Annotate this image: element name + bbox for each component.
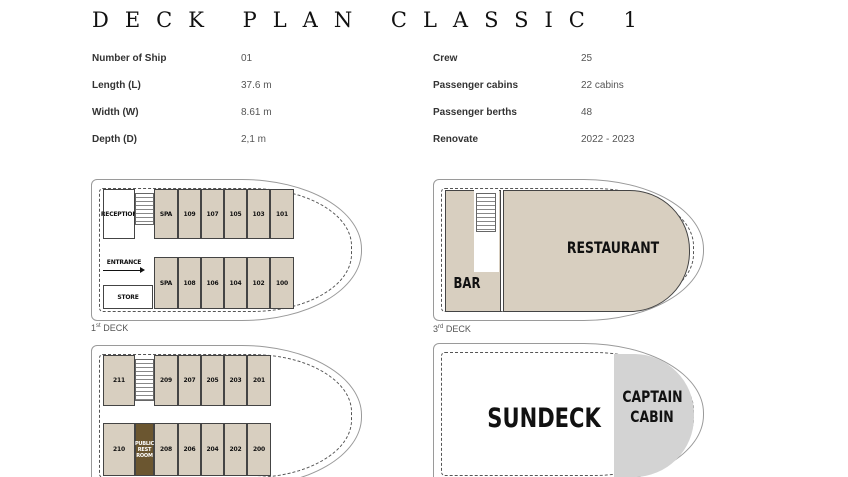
- deck-label-number: 3: [433, 324, 439, 334]
- sundeck-plan: SUNDECK CAPTAIN CABIN: [433, 343, 705, 477]
- spec-label: Length (L): [92, 80, 141, 91]
- deck-label: 1st DECK: [91, 323, 128, 333]
- captain-label: CAPTAIN CABIN: [622, 387, 683, 427]
- deck-label-suffix: rd: [438, 324, 444, 330]
- stairs: [476, 193, 496, 232]
- deck-2nd-plan: 211 209 207 205 203 201 210 PUBLIC REST …: [91, 345, 363, 477]
- cabin: 106: [201, 257, 224, 309]
- cabin: SPA: [154, 257, 178, 309]
- spec-value: 22 cabins: [581, 80, 624, 91]
- cabin: 104: [224, 257, 247, 309]
- cabin: 202: [224, 423, 247, 476]
- spec-value: 01: [241, 53, 253, 64]
- cabin: 200: [247, 423, 271, 476]
- restaurant-room: [503, 190, 690, 312]
- captain-label-line2: CABIN: [630, 407, 674, 426]
- deck-1st-plan: RECEPTION SPA 109 107 105 103 101 ENTRAN…: [91, 179, 363, 339]
- cabin: 205: [201, 355, 224, 406]
- spec-value: 25: [581, 53, 593, 64]
- cabin: 100: [270, 257, 294, 309]
- cabin: 103: [247, 189, 270, 239]
- cabin: 101: [270, 189, 294, 239]
- specs-right: Crew 25 Passenger cabins 22 cabins Passe…: [433, 53, 693, 153]
- hull-dashed-line: [99, 188, 352, 312]
- cabin: SPA: [154, 189, 178, 239]
- spec-value: 8.61 m: [241, 107, 272, 118]
- bar-label: BAR: [453, 274, 481, 292]
- stairs: [135, 193, 154, 225]
- spec-label: Depth (D): [92, 134, 137, 145]
- cabin: 109: [178, 189, 201, 239]
- spec-value: 37.6 m: [241, 80, 272, 91]
- entrance-arrow: [103, 267, 145, 273]
- cabin: 210: [103, 423, 135, 476]
- spec-label: Number of Ship: [92, 53, 167, 64]
- hull-dashed-line: [99, 354, 352, 477]
- spec-label: Width (W): [92, 107, 139, 118]
- spec-label: Passenger berths: [433, 107, 517, 118]
- cabin: 208: [154, 423, 178, 476]
- deck-label-suffix: st: [96, 323, 101, 329]
- spec-value: 2,1 m: [241, 134, 267, 145]
- sundeck-label: SUNDECK: [487, 403, 601, 434]
- captain-label-line1: CAPTAIN: [622, 387, 683, 406]
- restaurant-label: RESTAURANT: [566, 238, 660, 257]
- cabin: 107: [201, 189, 224, 239]
- cabin: 105: [224, 189, 247, 239]
- spec-value: 48: [581, 107, 593, 118]
- cabin: 209: [154, 355, 178, 406]
- spec-value: 2022 - 2023: [581, 134, 635, 145]
- deck-label-text: DECK: [100, 323, 129, 333]
- deck-label-text: DECK: [443, 324, 471, 334]
- spec-label: Crew: [433, 53, 458, 64]
- public-rest-room: PUBLIC REST ROOM: [135, 423, 154, 476]
- cabin: 207: [178, 355, 201, 406]
- cabin: 211: [103, 355, 135, 406]
- cabin: 102: [247, 257, 270, 309]
- spec-label: Renovate: [433, 134, 479, 145]
- reception-room: RECEPTION: [101, 189, 137, 239]
- cabin: 206: [178, 423, 201, 476]
- specs-left: Number of Ship 01 Length (L) 37.6 m Widt…: [92, 53, 292, 153]
- deck-3rd-plan: BAR RESTAURANT 3rd DECK: [433, 179, 705, 339]
- deck-label: 3rd DECK: [433, 324, 471, 334]
- cabin: 201: [247, 355, 271, 406]
- page-title: DECK PLAN CLASSIC 1: [92, 8, 653, 32]
- store-room: STORE: [103, 285, 153, 309]
- deck-label-number: 1: [91, 323, 97, 333]
- cabin: 108: [178, 257, 201, 309]
- stairs: [135, 359, 154, 401]
- spec-label: Passenger cabins: [433, 80, 519, 91]
- entrance-label: ENTRANCE: [106, 259, 142, 266]
- cabin: 203: [224, 355, 247, 406]
- cabin: 204: [201, 423, 224, 476]
